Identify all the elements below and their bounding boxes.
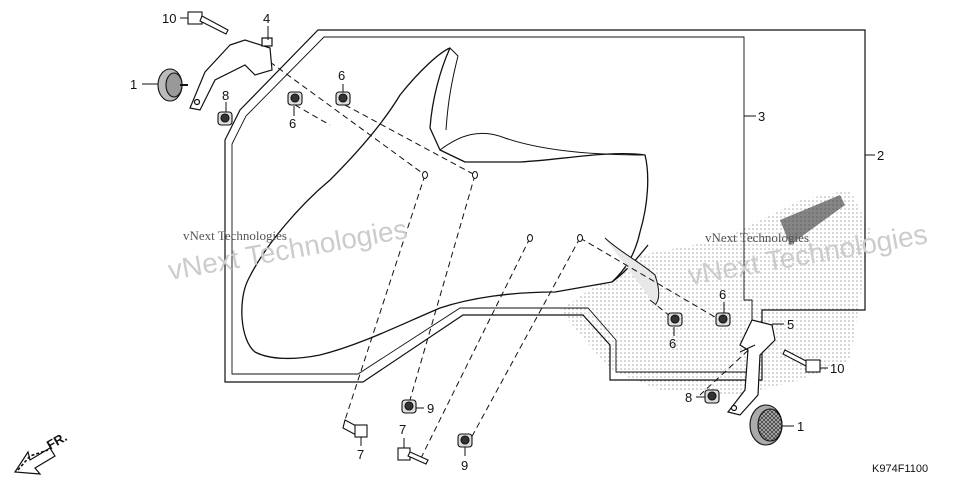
diagram-code: K974F1100 — [872, 463, 928, 475]
callout-1-right: 1 — [797, 419, 804, 434]
reflector-right — [749, 404, 783, 446]
bolt-7-a — [342, 419, 368, 438]
nut-6-left-b — [335, 91, 351, 106]
nut-6-right-a — [667, 312, 683, 327]
nut-9-a — [401, 399, 417, 414]
callout-1-left: 1 — [130, 77, 137, 92]
callout-7-right: 7 — [399, 422, 406, 437]
assembly-boundary-outer — [224, 29, 866, 383]
callout-4: 4 — [263, 11, 270, 26]
watermark-small-left: vNext Technologies — [183, 228, 287, 243]
callout-6-right-bottom: 6 — [669, 336, 676, 351]
callout-6-left: 6 — [289, 116, 296, 131]
callout-6-right-top: 6 — [719, 287, 726, 302]
bolt-7-b — [397, 447, 429, 465]
stay-bracket-left — [189, 37, 273, 111]
bolt-10-right — [782, 349, 821, 373]
front-arrow: FR. — [13, 429, 70, 475]
callout-5: 5 — [787, 317, 794, 332]
front-fender — [241, 47, 660, 360]
callout-8-left: 8 — [222, 88, 229, 103]
bolt-10-left — [187, 11, 229, 35]
callout-9-upper: 9 — [427, 401, 434, 416]
callout-10-right: 10 — [830, 361, 844, 376]
nut-9-b — [457, 433, 473, 448]
assembly-dashes — [269, 61, 771, 461]
stay-bracket-right — [726, 319, 776, 416]
watermark-small-right: vNext Technologies — [705, 230, 809, 245]
callout-3: 3 — [758, 109, 765, 124]
nut-8-left — [217, 111, 233, 126]
callout-2: 2 — [877, 148, 884, 163]
nut-8-right — [704, 389, 720, 404]
leader-lines-2-3 — [744, 115, 875, 156]
callout-6-top: 6 — [338, 68, 345, 83]
callout-7-left: 7 — [357, 447, 364, 462]
nut-6-right-b — [715, 312, 731, 327]
callout-10-left: 10 — [162, 11, 176, 26]
nut-6-left-a — [287, 91, 303, 106]
mounting-holes — [422, 171, 583, 242]
callout-labels: 10 4 1 8 6 6 3 2 6 6 5 10 8 1 9 7 7 9 — [130, 11, 884, 473]
callout-9-lower: 9 — [461, 458, 468, 473]
reflector-left — [157, 68, 188, 102]
callout-leaders — [142, 17, 828, 456]
callout-8-right: 8 — [685, 390, 692, 405]
stipple-shadow — [560, 190, 870, 395]
